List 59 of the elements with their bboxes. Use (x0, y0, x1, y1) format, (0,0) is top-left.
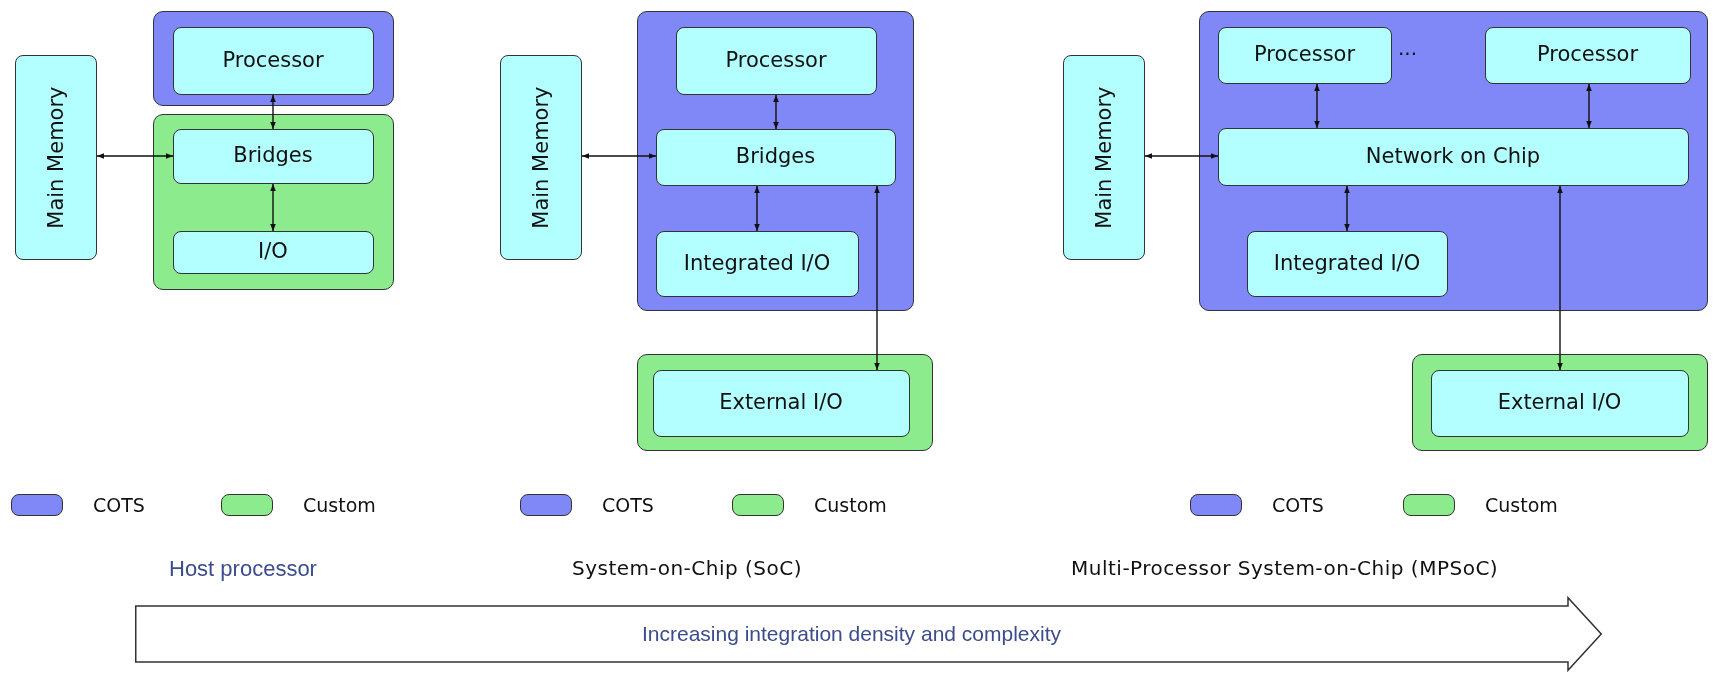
component-box (652, 369, 910, 437)
component-box (1217, 26, 1392, 84)
arrow (754, 185, 760, 232)
arrow (270, 183, 276, 232)
box-label: Main Memory (528, 86, 554, 229)
memory-box (500, 55, 582, 260)
legend-label: Custom (814, 494, 887, 516)
box-label: Integrated I/O (1272, 250, 1422, 277)
box-label: Main Memory (1091, 86, 1117, 229)
arrow (874, 185, 880, 371)
cots-container (637, 11, 914, 311)
component-box (1246, 230, 1448, 297)
arrow (773, 94, 779, 130)
component-box (172, 230, 374, 274)
box-label: Bridges (232, 143, 314, 169)
box-label: Processor (1535, 42, 1640, 68)
arrow (1557, 185, 1563, 371)
custom-container (153, 114, 394, 290)
arrow (270, 94, 276, 130)
box-label: Processor (724, 47, 828, 74)
box-label: External I/O (1496, 390, 1623, 416)
panel-caption: Host processor (169, 556, 317, 582)
component-box (172, 128, 374, 184)
custom-container (1412, 354, 1708, 451)
cots-container (1199, 11, 1708, 311)
component-box (1484, 26, 1691, 84)
panel-caption: System-on-Chip (SoC) (572, 556, 803, 580)
arrow (581, 153, 657, 159)
component-box (655, 128, 896, 186)
box-label: Bridges (734, 144, 817, 170)
component-box (172, 26, 374, 95)
cots-container (153, 11, 394, 106)
box-label: I/O (257, 239, 289, 265)
component-box (1217, 127, 1689, 186)
legend-label: COTS (93, 494, 145, 516)
arrow (1314, 83, 1320, 129)
legend-label: COTS (602, 494, 654, 516)
component-box (675, 26, 877, 95)
memory-box (1063, 55, 1145, 260)
legend-label: COTS (1272, 494, 1324, 516)
memory-box (15, 55, 97, 260)
box-label: External I/O (718, 390, 844, 416)
ellipsis-label: ··· (1398, 42, 1418, 66)
legend-label: Custom (303, 494, 376, 516)
panel-caption: Multi-Processor System-on-Chip (MPSoC) (1071, 556, 1499, 580)
box-label: Processor (1252, 42, 1357, 68)
arrow-label: Increasing integration density and complexity (641, 622, 1062, 646)
component-box (655, 230, 859, 297)
arrow (96, 153, 174, 159)
arrow (1144, 153, 1219, 159)
box-label: Processor (221, 47, 325, 74)
box-label: Main Memory (43, 86, 69, 229)
box-label: Network on Chip (1364, 143, 1542, 170)
component-box (1430, 369, 1689, 437)
legend-label: Custom (1485, 494, 1558, 516)
custom-container (637, 354, 933, 451)
arrow (1344, 185, 1350, 232)
box-label: Integrated I/O (682, 250, 832, 277)
arrow (1586, 83, 1592, 129)
